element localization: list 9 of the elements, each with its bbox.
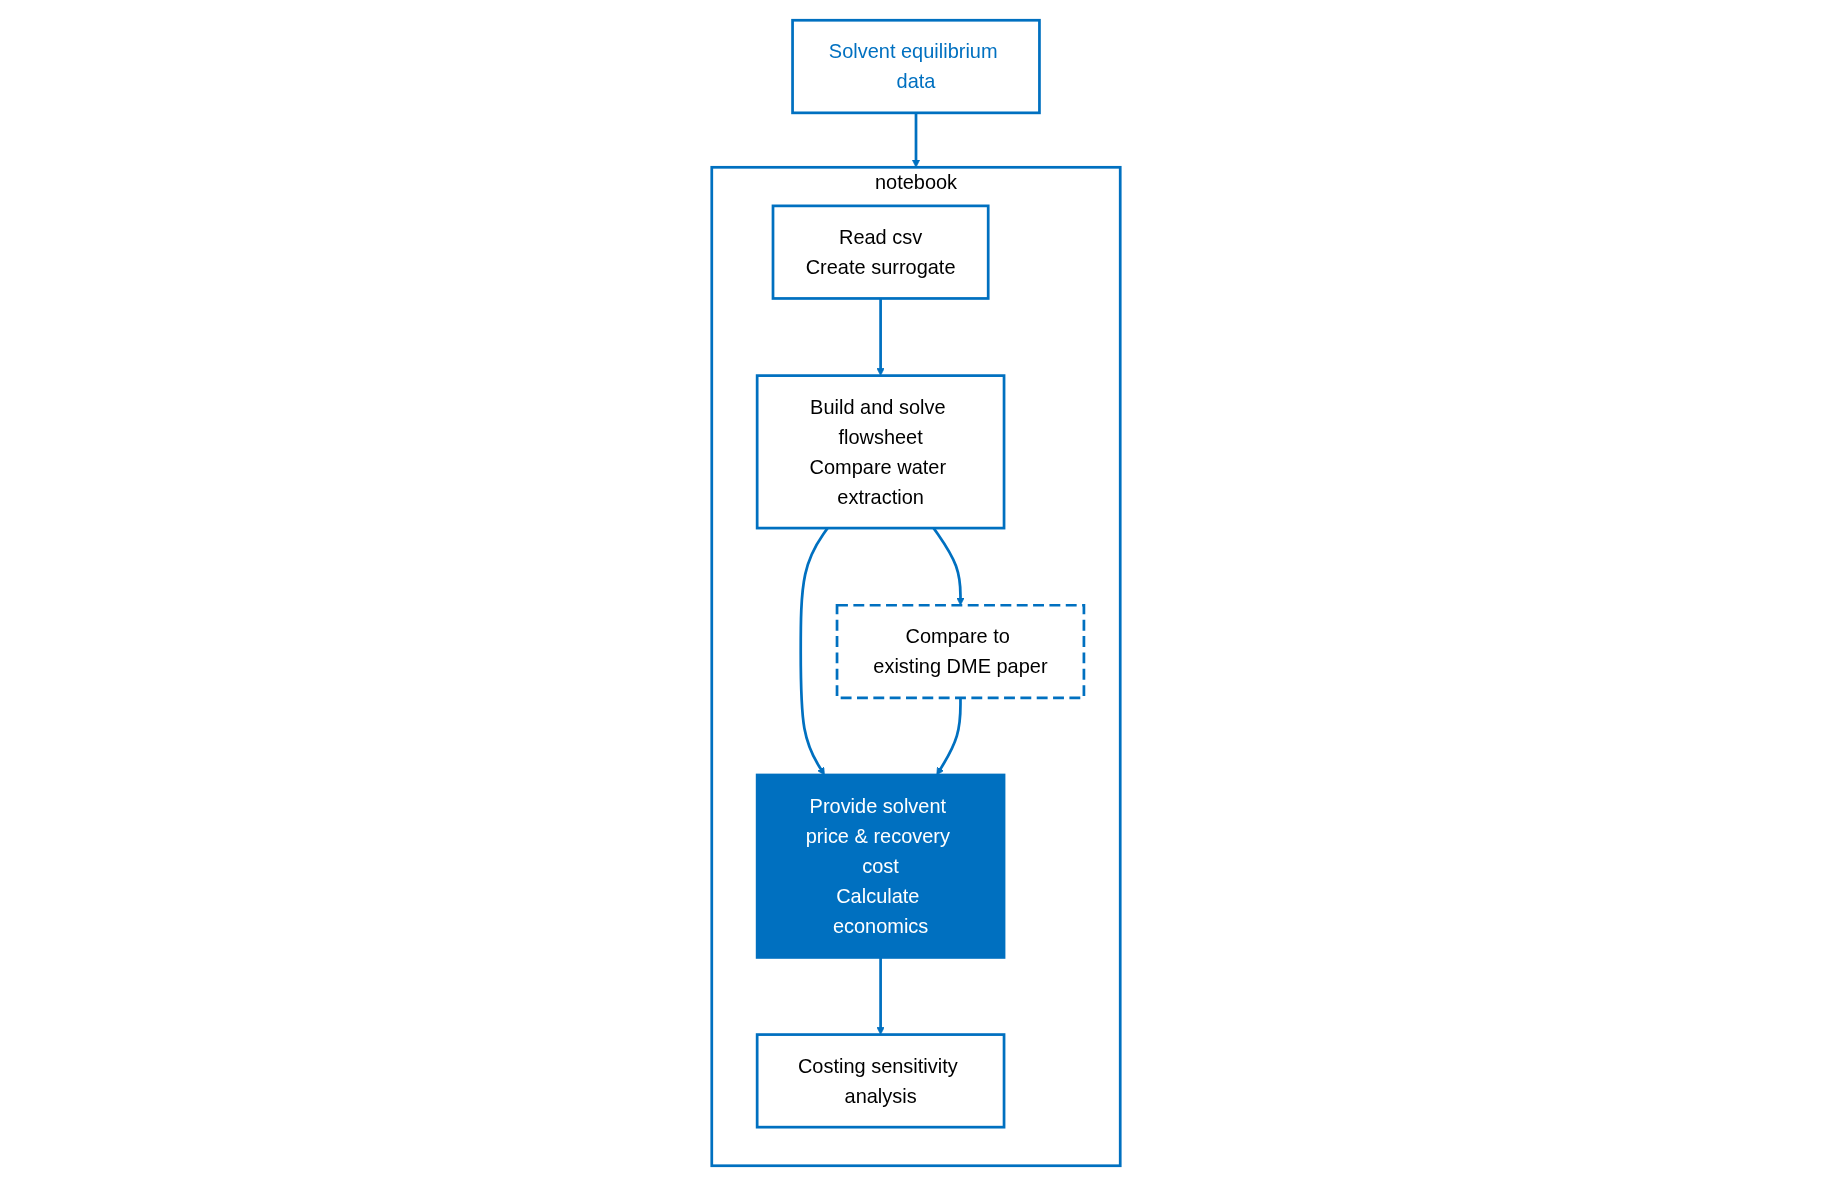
node-box: Build and solve flowsheet Compare water extraction [755,374,1006,530]
arrow [912,112,920,168]
arrow [876,957,885,1035]
node-box: Read csv Create surrogate [771,204,990,300]
node-box: Compare to existing DME paper [835,603,1086,700]
arrow [876,298,885,376]
node-box: Solvent equilibrium data [791,18,1041,115]
node-box: Costing sensitivity analysis [755,1033,1006,1129]
node-box: Provide solvent price & recovery cost Calculate economics [755,773,1006,959]
